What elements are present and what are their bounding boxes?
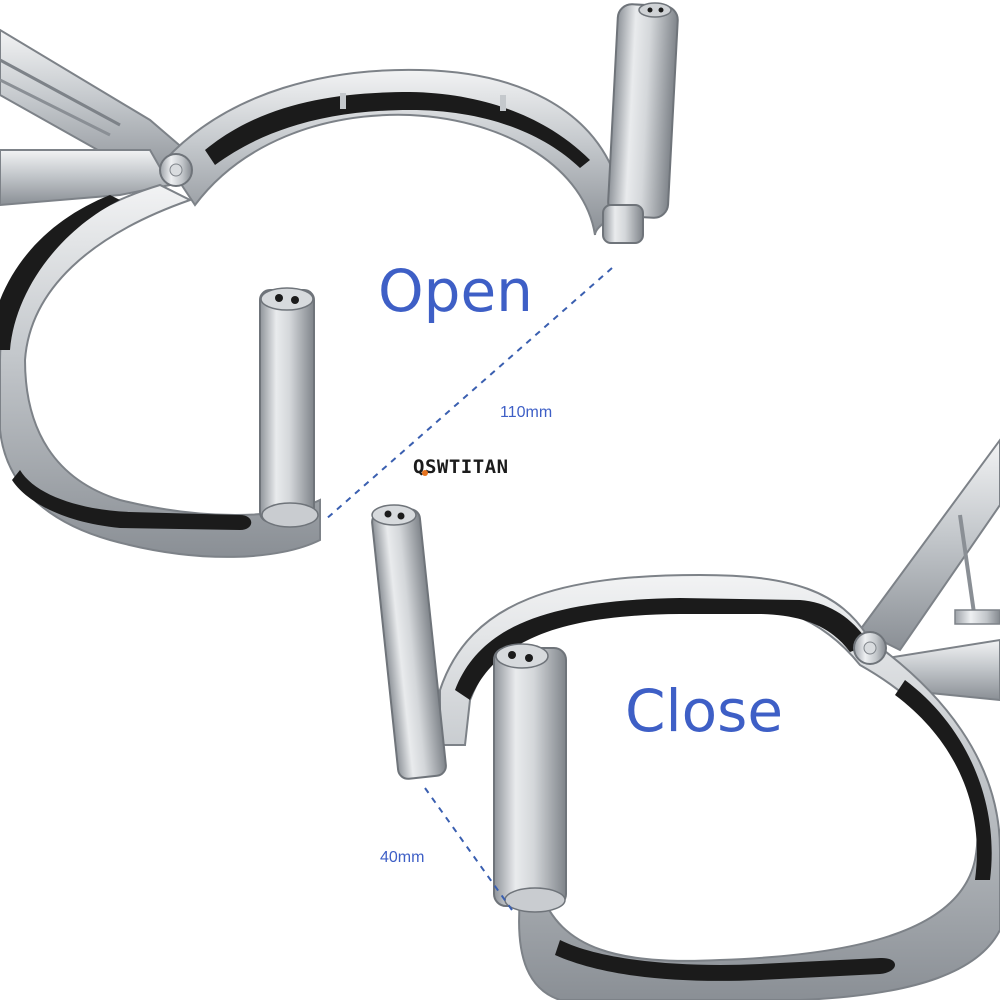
brand-rest: SWTITAN xyxy=(424,456,509,478)
brand-accent-dot xyxy=(422,470,428,476)
open-retractor xyxy=(0,2,679,558)
close-bottom-slot xyxy=(555,940,895,981)
open-dimension-label: 110mm xyxy=(500,404,553,421)
open-measure-line xyxy=(324,267,613,521)
open-upper-slot xyxy=(205,92,590,168)
open-rod-right xyxy=(607,3,679,219)
close-retractor xyxy=(371,438,1000,1000)
close-measure-line xyxy=(424,787,513,911)
close-upper-slot xyxy=(455,598,870,700)
close-rod-left xyxy=(371,508,447,780)
brand-first-letter: Q xyxy=(413,458,428,477)
close-label: Close xyxy=(625,677,783,745)
close-rod-front xyxy=(493,647,567,907)
open-lower-slot-2 xyxy=(0,195,120,350)
open-rod-left xyxy=(259,289,315,523)
close-handle-arm xyxy=(858,438,1000,652)
open-label: Open xyxy=(378,257,533,325)
close-right-slot xyxy=(895,680,992,880)
open-lower-slot-1 xyxy=(12,470,252,530)
close-dimension-label: 40mm xyxy=(380,849,425,866)
